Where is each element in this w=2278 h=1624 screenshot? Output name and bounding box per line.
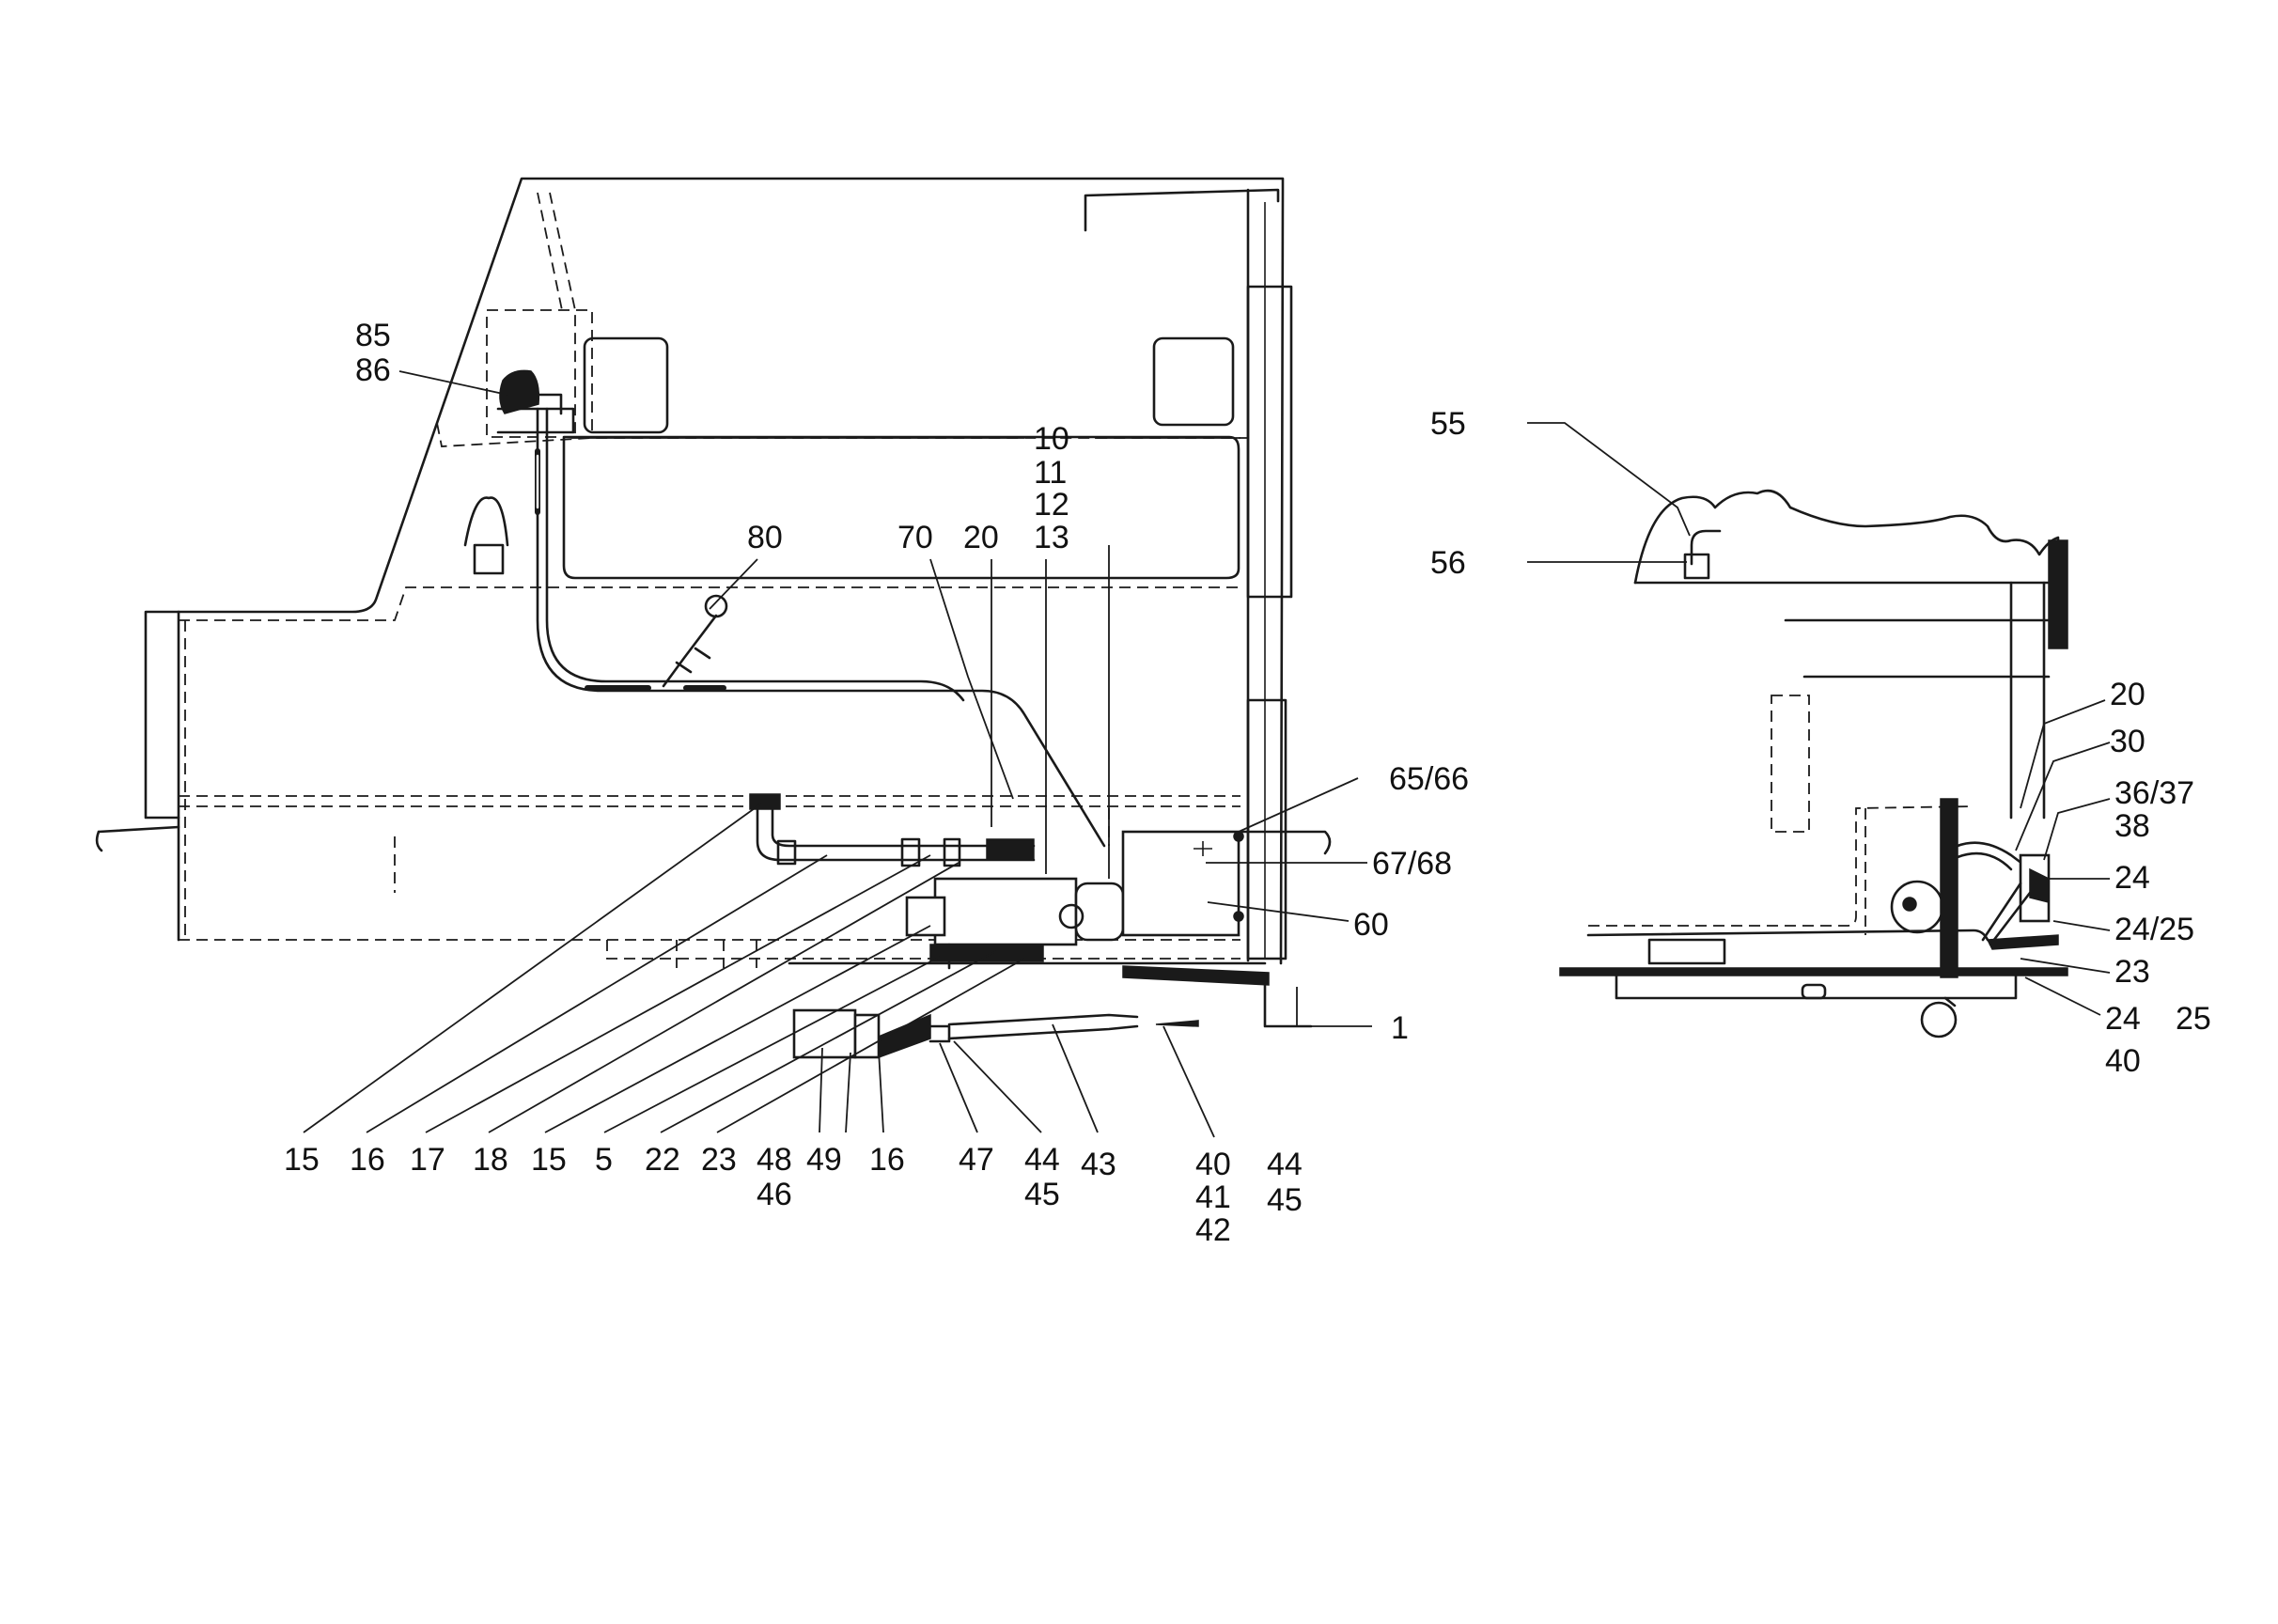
callout-67-68: 67/68 — [1372, 846, 1452, 882]
callout-17: 17 — [410, 1142, 445, 1178]
callout-10: 10 — [1034, 421, 1069, 457]
callout-46: 46 — [757, 1177, 792, 1212]
callout-24: 24 — [2114, 860, 2150, 896]
callout-20: 20 — [963, 520, 999, 555]
right-view-cabin — [1559, 489, 2068, 1038]
callout-44-a: 44 — [1024, 1142, 1060, 1178]
callout-48: 48 — [757, 1142, 792, 1178]
callout-41: 41 — [1195, 1179, 1231, 1215]
callout-45-a: 45 — [1024, 1177, 1060, 1212]
callout-60: 60 — [1353, 907, 1389, 943]
callout-24-bottom: 24 — [2105, 1001, 2141, 1037]
callout-45-b: 45 — [1267, 1182, 1303, 1218]
callout-43: 43 — [1081, 1147, 1116, 1182]
callout-44-b: 44 — [1267, 1147, 1303, 1182]
callout-1: 1 — [1391, 1010, 1409, 1046]
callout-85: 85 — [355, 318, 391, 353]
callout-15-b: 15 — [531, 1142, 567, 1178]
callout-25-bottom: 25 — [2176, 1001, 2211, 1037]
left-view-cabin — [95, 177, 1332, 1059]
callout-49: 49 — [806, 1142, 842, 1178]
callout-40-right: 40 — [2105, 1043, 2141, 1079]
callout-13: 13 — [1034, 520, 1069, 555]
callout-47: 47 — [959, 1142, 994, 1178]
left-view-labels: 85 86 10 11 12 13 80 70 20 65/66 67/68 6… — [284, 318, 1469, 1248]
callout-65-66: 65/66 — [1389, 761, 1469, 797]
callout-56: 56 — [1430, 545, 1466, 581]
callout-36-37: 36/37 — [2114, 775, 2194, 811]
callout-20-right: 20 — [2110, 677, 2145, 712]
callout-15-a: 15 — [284, 1142, 320, 1178]
callout-55: 55 — [1430, 406, 1466, 442]
callout-30: 30 — [2110, 724, 2145, 759]
callout-23: 23 — [701, 1142, 737, 1178]
callout-18: 18 — [473, 1142, 508, 1178]
callout-86: 86 — [355, 352, 391, 388]
callout-16-a: 16 — [350, 1142, 385, 1178]
leader-lines — [303, 370, 2111, 1138]
callout-5: 5 — [595, 1142, 613, 1178]
callout-80: 80 — [747, 520, 783, 555]
callout-38: 38 — [2114, 808, 2150, 844]
right-view-labels: 55 56 20 30 36/37 38 24 24/25 23 24 25 4… — [1430, 406, 2211, 1079]
callout-70: 70 — [897, 520, 933, 555]
callout-42: 42 — [1195, 1212, 1231, 1248]
callout-23-right: 23 — [2114, 954, 2150, 990]
callout-11: 11 — [1034, 455, 1067, 491]
callout-22: 22 — [645, 1142, 680, 1178]
callout-12: 12 — [1034, 487, 1069, 523]
callout-40: 40 — [1195, 1147, 1231, 1182]
callout-16-b: 16 — [869, 1142, 905, 1178]
callout-24-25: 24/25 — [2114, 912, 2194, 947]
